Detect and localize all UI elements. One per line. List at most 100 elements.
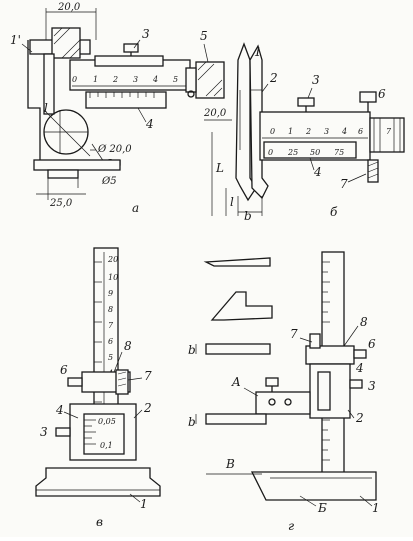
label-4-a: 4 [145, 117, 154, 131]
tick-6-v: 6 [108, 337, 113, 346]
beam-end-b [369, 117, 405, 153]
tick-3-a: 3 [133, 75, 138, 84]
tick-6-b: 6 [358, 127, 363, 136]
vernier-005-v: 0,05 [98, 417, 116, 426]
inner-jaw-left-a [43, 53, 55, 115]
caption-g: г [288, 519, 294, 533]
label-1prime-a: 1' [10, 33, 21, 47]
label-7-g: 7 [290, 327, 298, 341]
tick-0-b: 0 [270, 127, 275, 136]
vernier-0-b: 0 [268, 148, 273, 157]
label-6-b: 6 [378, 87, 386, 101]
screw-6-b [359, 91, 377, 103]
base-plate-a [33, 159, 121, 171]
tool-tip-1-g [203, 257, 271, 267]
label-l-a: l [44, 101, 48, 115]
dim-d20-a: Ø 20,0 [97, 144, 132, 155]
tool-tip-3-g [205, 343, 271, 355]
tick-4-a: 4 [152, 75, 158, 84]
label-2-g: 2 [355, 411, 364, 425]
pin-5-a [187, 90, 195, 98]
base-v [35, 467, 161, 497]
vernier-75-b: 75 [334, 148, 344, 157]
tick-4-b: 4 [341, 127, 347, 136]
vernier-01-v: 0,1 [100, 441, 113, 450]
dim-20-b: 20,0 [203, 108, 227, 119]
label-3-a: 3 [142, 27, 150, 41]
scale-a: 0 1 2 3 4 5 [72, 75, 190, 87]
tick-2-b: 2 [305, 127, 311, 136]
holder-knob-g [265, 377, 279, 387]
tick-9-v: 9 [108, 289, 113, 298]
panel-v: 20 10 9 8 7 6 5 4 3 8 6 7 0,05 0,1 3 [35, 247, 161, 529]
dim-d5-a: Ø5 [101, 176, 117, 187]
label-2-b: 2 [269, 71, 278, 85]
tick-1-b: 1 [288, 127, 293, 136]
scale-b: 0 1 2 3 4 6 7 [262, 127, 392, 139]
base-g [250, 471, 377, 501]
label-8-v: 8 [124, 339, 132, 353]
dim-l-b: l [230, 195, 234, 209]
tick-5-a: 5 [173, 75, 178, 84]
label-6-g: 6 [368, 337, 376, 351]
vernier-g [317, 371, 331, 411]
tool-tip-2-g [210, 291, 273, 321]
label-3-b: 3 [312, 73, 320, 87]
label-8-g: 8 [360, 315, 368, 329]
label-3-v: 3 [40, 425, 48, 439]
label-Б-g: Б [317, 501, 327, 515]
slider-top-a [94, 55, 164, 67]
panel-b: 1 2 3 6 0 1 2 3 4 6 7 0 25 50 [203, 42, 405, 223]
tick-8-v: 8 [108, 305, 113, 314]
label-1-g: 1 [372, 501, 380, 515]
fine-screw-7-g [309, 333, 321, 349]
label-4-v: 4 [55, 403, 64, 417]
upper-slider-g [305, 345, 355, 365]
panel-a: 20,0 3 0 1 2 3 4 5 4 [10, 2, 225, 215]
label-7-v: 7 [144, 369, 152, 383]
screw-6-v [67, 377, 83, 387]
vernier-50-b: 50 [310, 148, 320, 157]
fine-screw-7-v [115, 369, 129, 395]
label-7-b: 7 [340, 177, 348, 191]
tick-7-b: 7 [386, 127, 392, 136]
screw-6-g [353, 349, 367, 359]
label-5-a: 5 [200, 29, 208, 43]
caption-v: в [96, 515, 103, 529]
inner-jaw-block-a [51, 27, 81, 59]
panel-g: b 8 7 6 4 3 2 A [188, 251, 380, 533]
label-4-g: 4 [355, 361, 364, 375]
tick-20-v: 20 [107, 255, 118, 264]
screw-3-g [349, 379, 363, 389]
tick-7-v: 7 [108, 321, 114, 330]
holder-A-g [255, 391, 311, 415]
tick-5-v: 5 [108, 353, 113, 362]
caption-b: б [330, 205, 338, 219]
dim-B-g: B [225, 457, 235, 471]
tick-10-v: 10 [108, 273, 118, 282]
label-A-g: A [231, 375, 241, 389]
label-2-v: 2 [143, 401, 152, 415]
dim-20-a: 20,0 [57, 2, 81, 13]
scriber-g [205, 413, 267, 425]
dim-b-lower-g: b [188, 415, 196, 429]
tick-0-a: 0 [72, 75, 77, 84]
screw-3-v [55, 427, 71, 437]
dim-25-a: 25,0 [49, 198, 73, 209]
screw-3-b [297, 97, 315, 107]
base-foot-a [47, 169, 79, 179]
label-3-g: 3 [368, 379, 376, 393]
label-1-b: 1 [254, 45, 262, 59]
moving-jaw-b [249, 44, 269, 200]
caption-a: а [132, 201, 139, 215]
label-1-v: 1 [140, 497, 148, 511]
dim-b-b: b [244, 209, 252, 223]
label-4-b: 4 [313, 165, 322, 179]
dim-L-b: L [215, 161, 224, 175]
block-5-neck-a [185, 67, 197, 93]
vernier-window-v [83, 413, 125, 455]
tick-1-a: 1 [93, 75, 98, 84]
dim-b-upper-g: b [188, 343, 196, 357]
